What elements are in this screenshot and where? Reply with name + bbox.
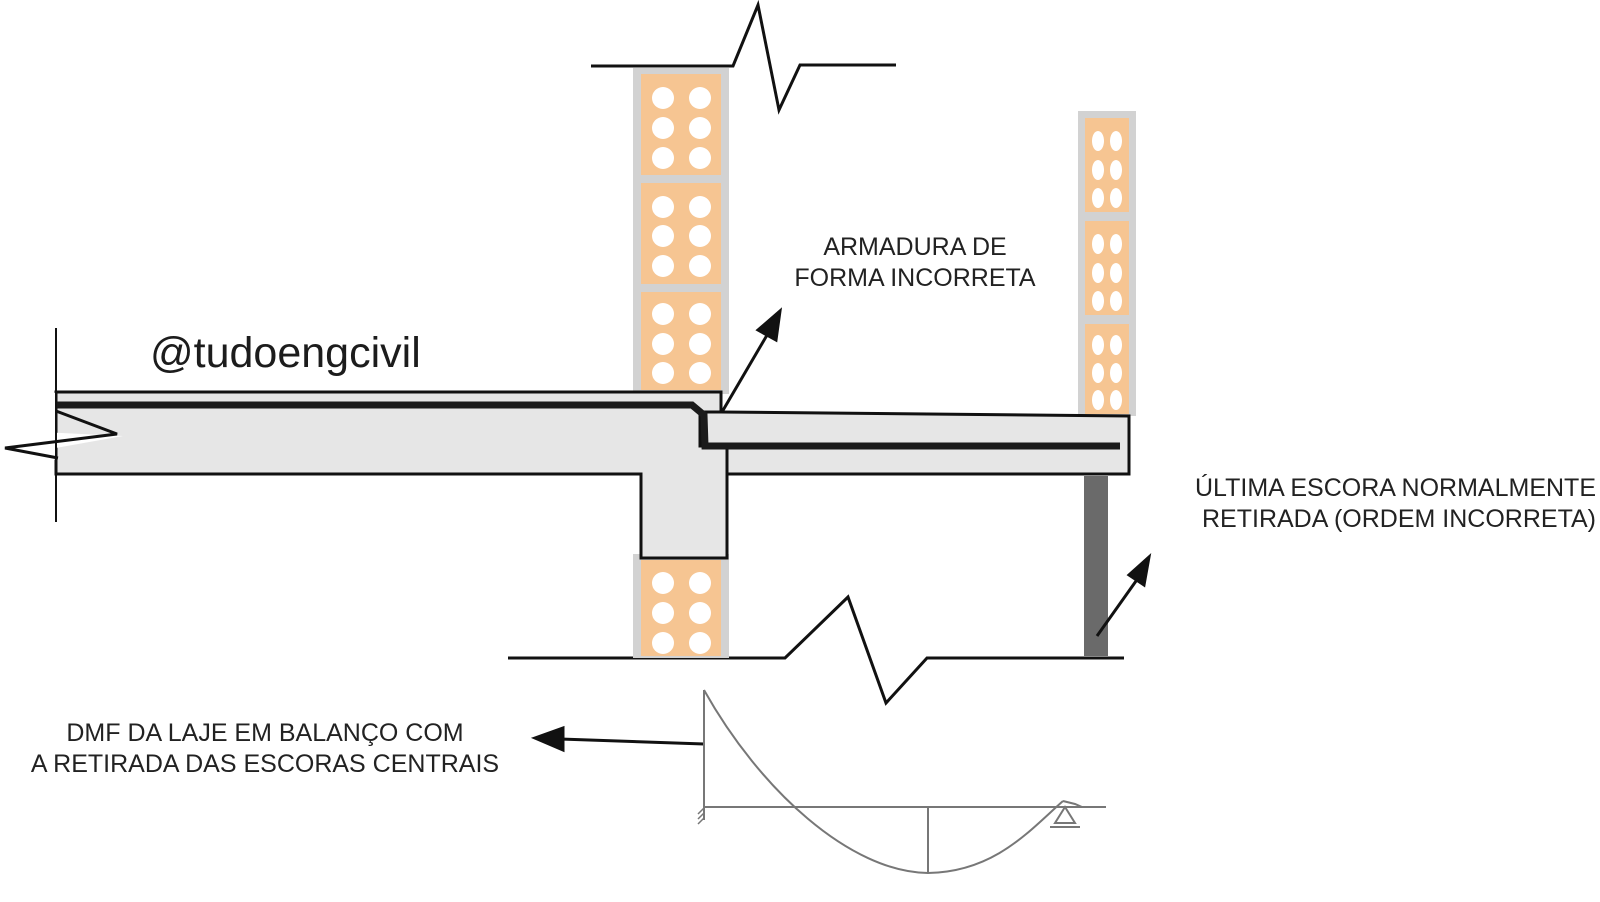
arrow-shore [1095, 573, 1143, 637]
label-line: ÚLTIMA ESCORA NORMALMENTE [1195, 474, 1596, 502]
shore-post [1084, 476, 1108, 656]
break-lines [508, 0, 1124, 706]
label-moment-diagram: DMF DA LAJE EM BALANÇO COM A RETIRADA DA… [0, 718, 530, 780]
brick [1085, 118, 1129, 212]
left-wall-lower [633, 554, 729, 658]
reinforcement-bar [56, 401, 1120, 450]
label-line: ARMADURA DE [823, 233, 1007, 261]
label-line: RETIRADA (ORDEM INCORRETA) [1202, 505, 1596, 533]
label-line: FORMA INCORRETA [794, 264, 1036, 292]
arrows [530, 307, 1152, 753]
left-slab-and-beam [54, 390, 729, 560]
label-reinforcement: ARMADURA DE FORMA INCORRETA [770, 232, 1060, 294]
diagram-support [1053, 805, 1077, 824]
brick [1085, 221, 1129, 315]
left-wall-upper [633, 68, 729, 394]
label-line: DMF DA LAJE EM BALANÇO COM [66, 719, 464, 747]
arrow-moment-diagram [559, 737, 705, 746]
label-line: A RETIRADA DAS ESCORAS CENTRAIS [30, 750, 500, 778]
diagram-curve [703, 689, 1064, 875]
moment-diagram [697, 689, 1106, 875]
arrow-reinforcement [720, 329, 772, 413]
right-wall [1078, 111, 1136, 416]
top-break-line [591, 0, 896, 115]
slab-break [0, 328, 123, 522]
brick [1085, 324, 1129, 414]
watermark: @tudoengcivil [150, 329, 421, 377]
ground-break-line [508, 594, 1124, 706]
label-last-shore: ÚLTIMA ESCORA NORMALMENTE RETIRADA (ORDE… [1140, 473, 1596, 535]
